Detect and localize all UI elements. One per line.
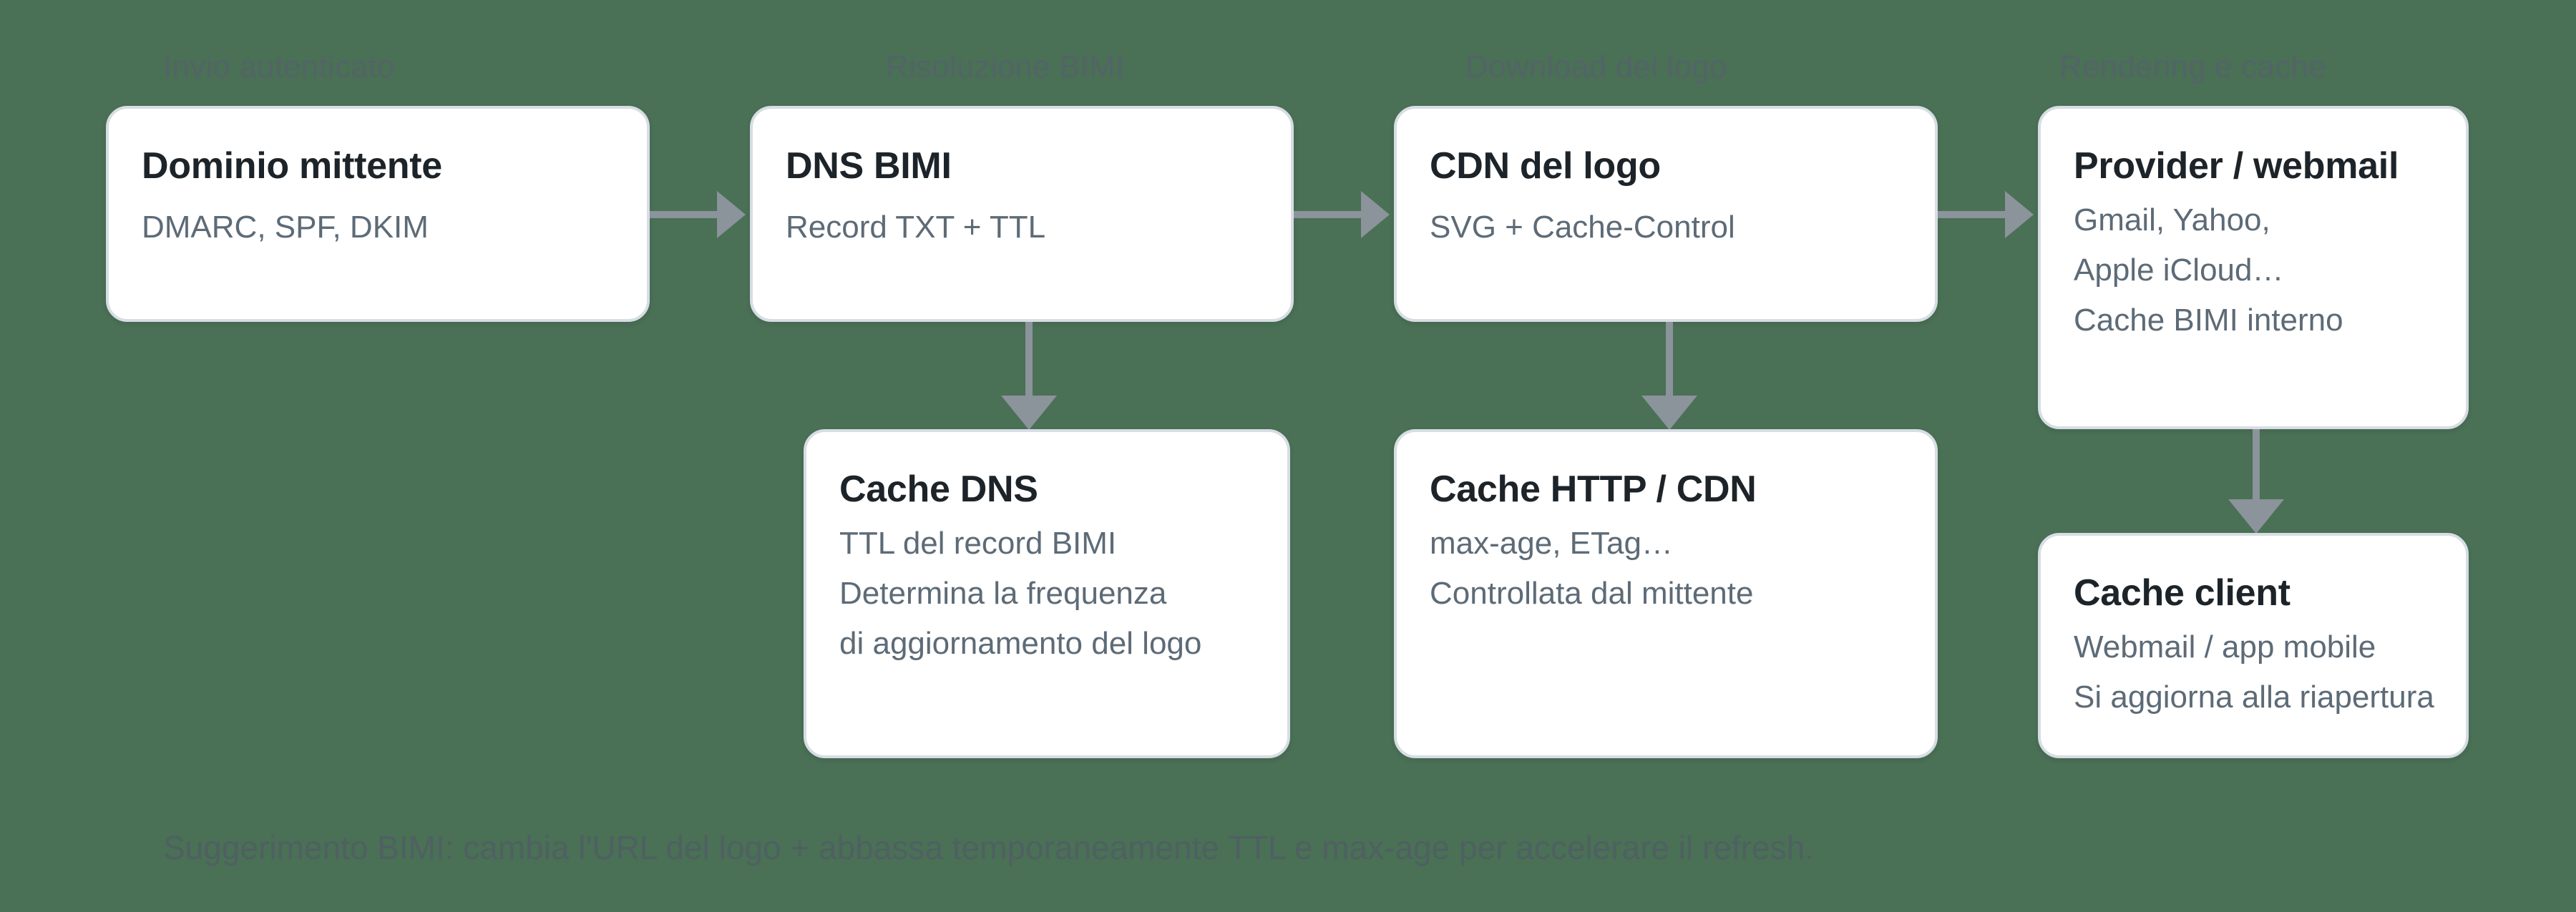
column-header-rendering-e-cache: Rendering e cache <box>2059 49 2326 84</box>
node-line: Cache BIMI interno <box>2074 303 2343 338</box>
node-cache-http-cdn[interactable]: Cache HTTP / CDN max-age, ETag… Controll… <box>1394 429 1938 758</box>
node-cache-client[interactable]: Cache client Webmail / app mobile Si agg… <box>2038 533 2469 758</box>
node-title: Cache client <box>2074 572 2290 614</box>
node-title: DNS BIMI <box>786 145 952 187</box>
node-dominio-mittente[interactable]: Dominio mittente DMARC, SPF, DKIM <box>106 106 650 322</box>
column-header-download-del-logo: Download del logo <box>1465 49 1727 84</box>
node-cache-dns[interactable]: Cache DNS TTL del record BIMI Determina … <box>804 429 1290 758</box>
node-line: Record TXT + TTL <box>786 210 1046 245</box>
arrow-cdn-to-provider <box>1938 211 2009 218</box>
node-dns-bimi[interactable]: DNS BIMI Record TXT + TTL <box>750 106 1294 322</box>
node-cdn-del-logo[interactable]: CDN del logo SVG + Cache-Control <box>1394 106 1938 322</box>
column-header-risoluzione-bimi: Risoluzione BIMI <box>886 49 1125 84</box>
arrow-cdn-to-cache-http <box>1666 322 1673 397</box>
arrow-dominio-to-dns <box>650 211 721 218</box>
node-line: TTL del record BIMI <box>839 526 1117 562</box>
arrow-dns-to-cdn <box>1294 211 1365 218</box>
node-line: Apple iCloud… <box>2074 252 2284 288</box>
node-line: Controllata dal mittente <box>1430 576 1754 612</box>
footer-tip-text: Suggerimento BIMI: cambia l'URL del logo… <box>163 829 1814 866</box>
node-line: Webmail / app mobile <box>2074 629 2376 665</box>
node-title: Dominio mittente <box>142 145 442 187</box>
column-header-invio-autenticato: Invio autenticato <box>163 49 395 84</box>
node-title: Cache DNS <box>839 469 1038 510</box>
node-line: di aggiornamento del logo <box>839 626 1202 662</box>
node-line: Determina la frequenza <box>839 576 1167 612</box>
arrow-dns-to-cache-dns <box>1025 322 1033 397</box>
node-line: max-age, ETag… <box>1430 526 1673 562</box>
arrow-provider-to-cache-client <box>2253 429 2260 501</box>
node-line: SVG + Cache-Control <box>1430 210 1735 245</box>
node-line: Si aggiorna alla riapertura <box>2074 680 2434 715</box>
node-line: Gmail, Yahoo, <box>2074 202 2270 238</box>
node-line: DMARC, SPF, DKIM <box>142 210 429 245</box>
node-provider-webmail[interactable]: Provider / webmail Gmail, Yahoo, Apple i… <box>2038 106 2469 429</box>
node-title: Cache HTTP / CDN <box>1430 469 1757 510</box>
node-title: Provider / webmail <box>2074 145 2399 187</box>
node-title: CDN del logo <box>1430 145 1661 187</box>
